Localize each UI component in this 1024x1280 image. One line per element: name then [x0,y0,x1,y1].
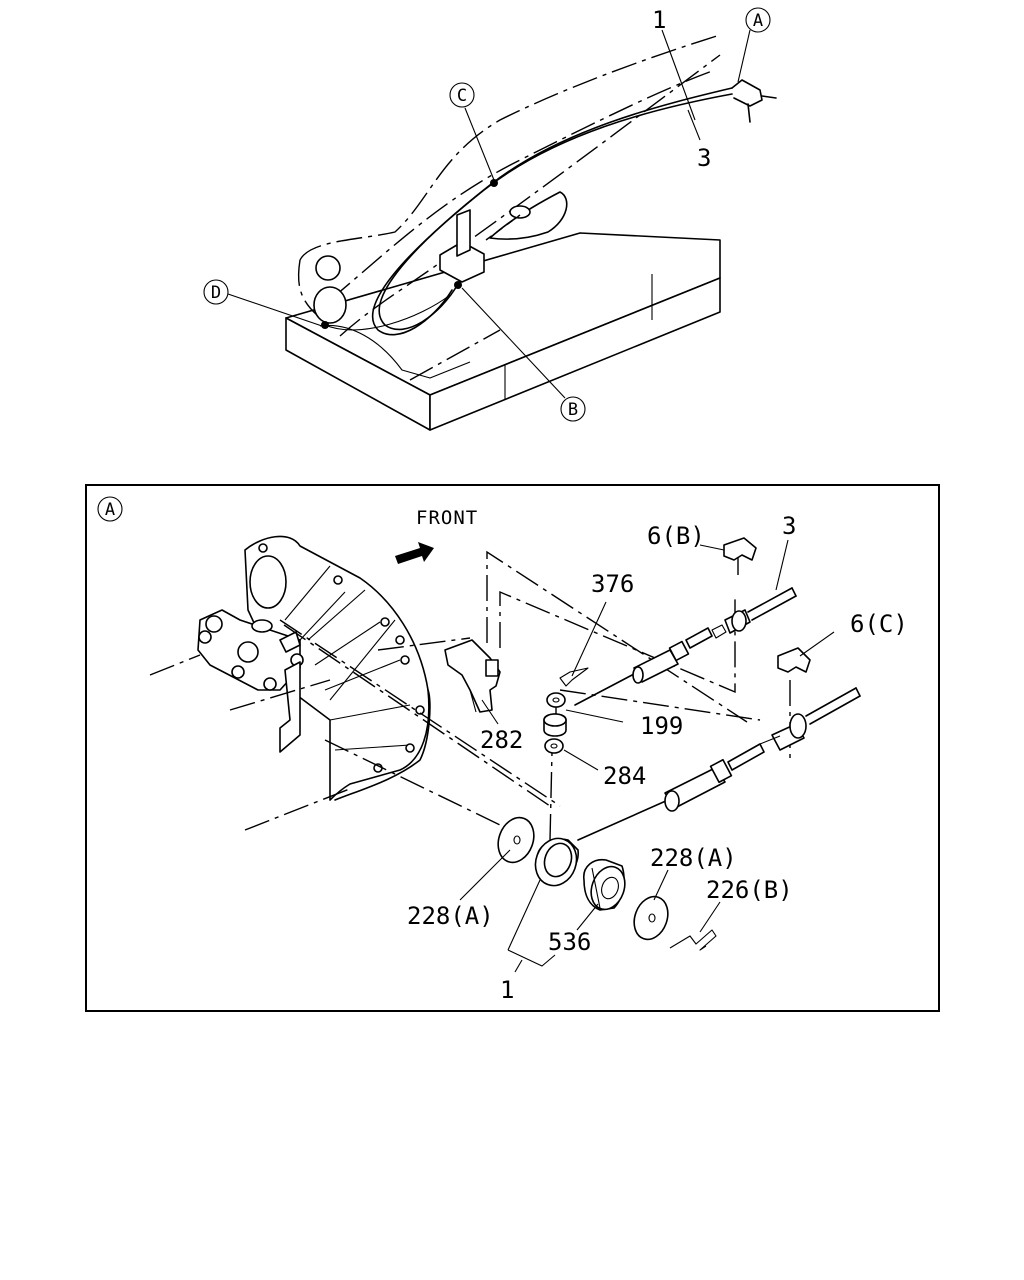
clip-6b [723,537,757,561]
top-part-3-label: 3 [697,144,711,172]
transmission-outline [297,34,721,381]
label-228a-left: 228(A) [407,902,494,930]
svg-text:B: B [568,400,578,420]
label-1: 1 [500,976,514,1004]
svg-text:A: A [105,500,115,520]
washer-228a-right [633,895,669,941]
label-376: 376 [591,570,634,598]
svg-text:D: D [211,283,221,303]
bushing-536 [534,837,579,887]
label-6c: 6(C) [850,610,908,638]
svg-text:A: A [753,11,763,31]
top-leader-lines [227,29,751,399]
transmission-housing [244,535,431,801]
washer-284 [544,738,564,754]
detail-callout-a: A [97,496,123,522]
detail-view: A FRONT [85,484,940,1012]
pin-376 [559,667,589,687]
top-view: A C D B 1 3 [203,6,777,431]
detail-frame [85,484,940,1012]
frame-rail [285,232,721,431]
svg-text:C: C [457,86,467,106]
callout-c: C [449,82,475,108]
callout-b: B [560,396,586,422]
callout-a: A [745,7,771,33]
top-part-1-label: 1 [652,6,666,34]
cable-run [324,79,777,336]
clip-226b [669,929,717,951]
upper-cable [574,587,797,706]
label-199: 199 [640,712,683,740]
svg-text:FRONT: FRONT [416,507,478,529]
shift-assembly [313,179,568,329]
label-228a-right: 228(A) [650,844,737,872]
label-6b: 6(B) [647,522,705,550]
detail-axis-lines [149,619,561,831]
label-3: 3 [782,512,796,540]
label-226b: 226(B) [706,876,793,904]
shift-mechanism [197,609,304,753]
label-284: 284 [603,762,646,790]
washer-228a-left [497,816,535,864]
callout-d: D [203,279,229,305]
front-arrow: FRONT [395,507,478,564]
bracket-282 [444,639,501,713]
lower-cable [577,687,861,841]
clip-6c [777,647,811,673]
label-282: 282 [480,726,523,754]
detail-leader-lines [459,539,835,973]
label-536: 536 [548,928,591,956]
grommet-1 [583,858,626,911]
washer-199 [543,692,567,737]
detail-dash-loops [486,550,791,841]
